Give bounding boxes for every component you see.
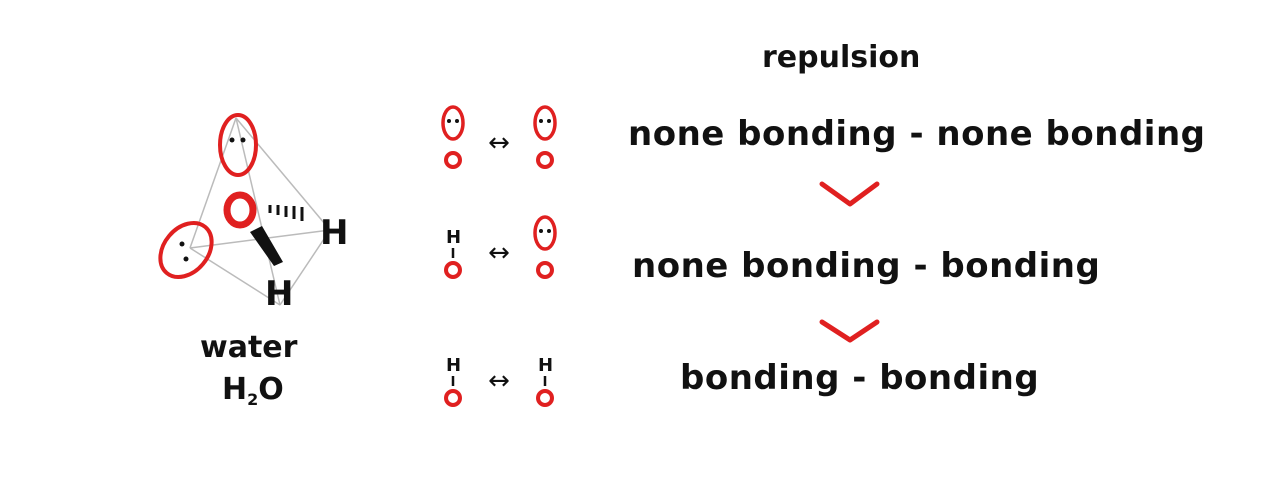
tetrahedron-outline: [189, 117, 331, 306]
lone-pair-lobe: [441, 105, 465, 141]
oxygen-circle: [536, 389, 554, 407]
pair-label-1: none bonding - none bonding: [628, 114, 1206, 154]
oxygen-atom: [223, 191, 257, 229]
electron-dot: [547, 119, 551, 123]
pair-label-2: none bonding - bonding: [632, 246, 1101, 286]
wedge-bond: [250, 226, 283, 266]
lone-pair-lobe: [533, 105, 557, 141]
formula-subscript: 2: [247, 390, 259, 409]
pair-rows: ↔ H ↔ H H ↔: [441, 105, 557, 407]
greater-than-sign-2: [819, 319, 880, 343]
hashed-bond: [268, 205, 304, 221]
oxygen-circle: [536, 261, 554, 279]
electron-dot: [455, 119, 459, 123]
electron-dot: [447, 119, 451, 123]
molecule-formula: H2O: [222, 372, 284, 409]
pair-3-right-bond: H: [536, 355, 554, 407]
formula-h: H: [222, 372, 248, 407]
oxygen-circle: [444, 261, 462, 279]
bond-hydrogen-label: H: [538, 355, 553, 376]
bond-hydrogen-label: H: [446, 227, 461, 248]
hydrogen-atom-right: H: [320, 213, 348, 253]
pair-label-3: bonding - bonding: [680, 358, 1040, 398]
lone-pair-lobe-top: [218, 113, 258, 177]
oxygen-circle: [536, 151, 554, 169]
formula-o: O: [258, 372, 284, 407]
oxygen-circle: [444, 151, 462, 169]
pair-2-left-bond: H: [444, 227, 462, 279]
double-arrow-1: ↔: [488, 128, 510, 158]
electron-dot: [539, 119, 543, 123]
oxygen-circle: [444, 389, 462, 407]
pair-3-left-bond: H: [444, 355, 462, 407]
electron-dot: [539, 229, 543, 233]
bond-hydrogen-label: H: [446, 355, 461, 376]
double-arrow-3: ↔: [488, 366, 510, 396]
lone-pair-lobe-left: [158, 221, 214, 279]
repulsion-title: repulsion: [762, 40, 921, 75]
double-arrow-2: ↔: [488, 238, 510, 268]
pair-1-right-lone-pair: [533, 105, 557, 169]
lone-pair-lobe: [533, 215, 557, 251]
greater-than-sign-1: [819, 181, 880, 207]
pair-2-right-lone-pair: [533, 215, 557, 279]
pair-1-left-lone-pair: [441, 105, 465, 169]
hydrogen-atom-bottom: H: [265, 274, 293, 314]
molecule-name: water: [200, 330, 298, 365]
electron-dot: [547, 229, 551, 233]
